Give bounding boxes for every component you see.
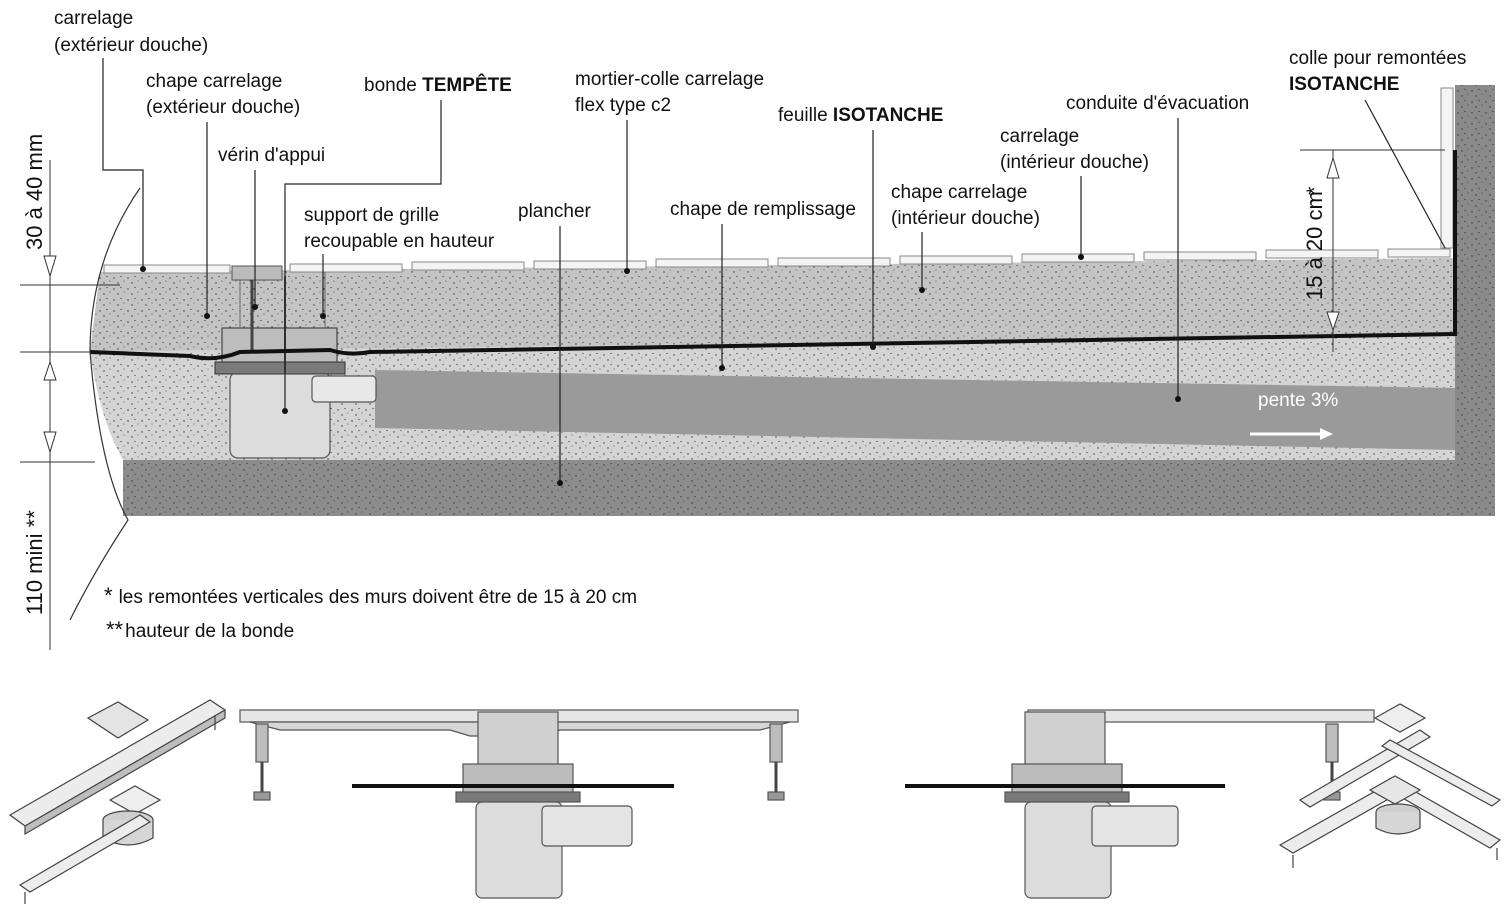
annotation-colle-remontees: colle pour remontées ISOTANCHE — [1289, 48, 1466, 249]
label-bonde: bonde TEMPÊTE — [364, 74, 512, 96]
dimension-15-20: 15 à 20 cm * — [1300, 149, 1445, 352]
waterproof-membrane — [89, 150, 1457, 361]
dimension-15-20-text: 15 à 20 cm — [1302, 191, 1327, 300]
evacuation-pipe — [375, 370, 1455, 450]
cross-section: pente 3% — [69, 85, 1495, 621]
label-conduite: conduite d'évacuation — [1066, 93, 1249, 114]
dimension-30-40: 30 à 40 mm — [20, 134, 120, 650]
note-2: **hauteur de la bonde — [106, 617, 294, 642]
label-colle-2: ISOTANCHE — [1289, 74, 1399, 95]
dimension-110-text: 110 mini ** — [22, 510, 47, 615]
label-chape-int-1: chape carrelage — [891, 182, 1027, 203]
note-1: *les remontées verticales des murs doive… — [104, 583, 637, 608]
label-carrelage-ext-2: (extérieur douche) — [54, 35, 208, 56]
dimension-15-20-mark: * — [1302, 186, 1327, 195]
side-drain-a — [239, 709, 799, 899]
label-plancher: plancher — [518, 201, 592, 222]
annotation-feuille: feuille ISOTANCHE — [778, 105, 943, 350]
dimension-110: 110 mini ** — [20, 431, 95, 615]
label-chape-ext-1: chape carrelage — [146, 71, 282, 92]
annotation-carrelage-int: carrelage (intérieur douche) — [1000, 126, 1149, 260]
annotation-chape-remplissage: chape de remplissage — [670, 199, 856, 371]
label-colle-1: colle pour remontées — [1289, 48, 1466, 69]
label-mortier-1: mortier-colle carrelage — [575, 69, 764, 90]
label-verin: vérin d'appui — [218, 145, 325, 166]
label-carrelage-int-2: (intérieur douche) — [1000, 152, 1149, 173]
label-chape-ext-2: (extérieur douche) — [146, 97, 300, 118]
annotation-chape-carrelage-int: chape carrelage (intérieur douche) — [891, 182, 1040, 293]
annotation-carrelage-ext: carrelage (extérieur douche) — [54, 8, 208, 272]
left-boundary-curve — [69, 187, 141, 621]
label-feuille: feuille ISOTANCHE — [778, 105, 943, 126]
label-chape-int-2: (intérieur douche) — [891, 208, 1040, 229]
label-support-2: recoupable en hauteur — [304, 231, 495, 252]
annotation-verin: vérin d'appui — [218, 145, 325, 310]
iso-drain-right — [1278, 703, 1502, 868]
tile-row — [103, 248, 1451, 274]
label-carrelage-ext-1: carrelage — [54, 8, 133, 29]
drain-body — [214, 265, 377, 459]
label-support-1: support de grille — [304, 205, 439, 226]
annotation-support-grille: support de grille recoupable en hauteur — [304, 205, 495, 319]
label-chape-remplissage: chape de remplissage — [670, 199, 856, 220]
annotation-plancher: plancher — [518, 201, 592, 486]
iso-drain-left — [8, 699, 227, 904]
annotation-bonde: bonde TEMPÊTE — [282, 74, 512, 414]
annotation-mortier-colle: mortier-colle carrelage flex type c2 — [575, 69, 764, 274]
annotation-chape-carrelage-ext: chape carrelage (extérieur douche) — [146, 71, 300, 319]
slope-label: pente 3% — [1258, 390, 1338, 411]
label-carrelage-int-1: carrelage — [1000, 126, 1079, 147]
annotation-conduite: conduite d'évacuation — [1066, 93, 1249, 402]
label-mortier-2: flex type c2 — [575, 95, 671, 116]
dimension-30-40-text: 30 à 40 mm — [22, 134, 47, 250]
side-drain-b — [905, 709, 1375, 899]
footnotes: *les remontées verticales des murs doive… — [104, 583, 637, 642]
wall-tiles — [1440, 87, 1454, 249]
